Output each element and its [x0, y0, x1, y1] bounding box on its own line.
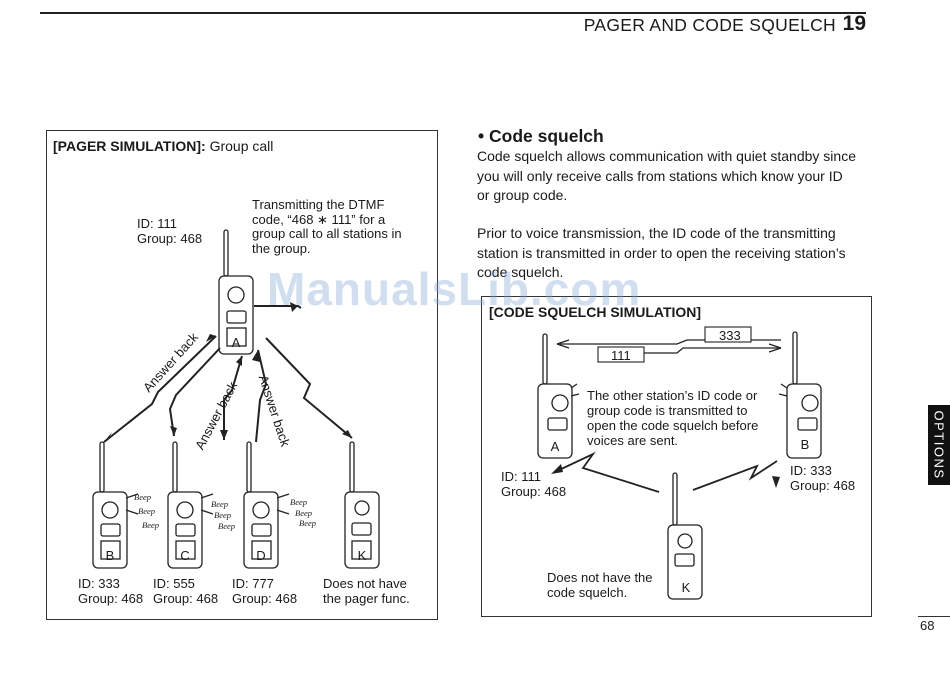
pager-box-title-rest: Group call [209, 138, 274, 154]
squelch-station-b-id: ID: 333 [790, 463, 832, 478]
header-rule [40, 12, 866, 14]
zigzag-signals [556, 451, 778, 493]
squelch-station-b-group: Group: 468 [790, 478, 856, 493]
transmit-description: Transmitting the DTMF code, “468 ∗ 111” … [252, 197, 402, 256]
options-side-tab: OPTIONS [928, 405, 950, 485]
watermark: ManualsLib.com [267, 263, 642, 315]
station-k-note: Does not have the pager func. [323, 576, 410, 606]
station-c-id: ID: 555 [153, 576, 195, 591]
squelch-radio-b-label: B [800, 437, 810, 452]
code-squelch-heading: • Code squelch [478, 126, 604, 146]
pager-box-title: [PAGER SIMULATION]: Group call [53, 138, 273, 154]
squelch-diagram [537, 326, 822, 600]
station-d-id: ID: 777 [232, 576, 274, 591]
footer-rule [918, 616, 950, 617]
station-c-group: Group: 468 [153, 591, 219, 606]
squelch-station-k-note: Does not have the code squelch. [547, 570, 653, 600]
squelch-radio-a-icon [537, 333, 580, 459]
section-title: PAGER AND CODE SQUELCH [583, 15, 836, 35]
squelch-middle-text: The other station’s ID code or group cod… [587, 388, 759, 448]
signal-arrows [103, 305, 353, 443]
radio-b-label: B [105, 548, 115, 563]
radio-a-label: A [231, 335, 241, 350]
options-tab-label: OPTIONS [931, 410, 947, 480]
station-b-group: Group: 468 [78, 591, 144, 606]
radio-k-label: K [357, 548, 367, 563]
radio-c-label: C [180, 548, 190, 563]
code-111-box: 111 [611, 348, 631, 363]
beep-c-1: Beep [211, 499, 228, 509]
squelch-radio-k-label: K [681, 580, 691, 595]
page-number: 68 [920, 618, 935, 633]
beep-c-3: Beep [218, 521, 235, 531]
squelch-box-title: [CODE SQUELCH SIMULATION] [489, 304, 702, 320]
radio-a-icon [218, 229, 254, 355]
code-squelch-paragraph-1: Code squelch allows communication with q… [477, 148, 856, 203]
beep-d-2: Beep [295, 508, 312, 518]
beep-c-2: Beep [214, 510, 231, 520]
station-b-id: ID: 333 [78, 576, 120, 591]
radio-b-icon [92, 441, 139, 569]
squelch-simulation-box [481, 296, 872, 617]
squelch-station-a-group: Group: 468 [501, 484, 567, 499]
station-a-id: ID: 111 [137, 216, 177, 231]
squelch-radio-b-icon [778, 331, 822, 459]
beep-d-1: Beep [290, 497, 307, 507]
section-number: 19 [842, 12, 866, 35]
squelch-radio-k-icon [667, 472, 703, 600]
station-d-group: Group: 468 [232, 591, 298, 606]
squelch-radio-a-label: A [550, 439, 560, 454]
code-333-box: 333 [719, 328, 741, 343]
beep-b-3: Beep [142, 520, 159, 530]
pager-diagram [92, 229, 380, 569]
pager-box-title-bold: [PAGER SIMULATION]: [53, 138, 206, 154]
radio-d-icon [243, 441, 290, 569]
beep-b-1: Beep [134, 492, 151, 502]
pager-simulation-box [46, 130, 438, 620]
radio-c-icon [167, 441, 214, 569]
code-squelch-paragraph-2: Prior to voice transmission, the ID code… [477, 225, 846, 280]
station-a-group: Group: 468 [137, 231, 203, 246]
beep-b-2: Beep [138, 506, 155, 516]
squelch-station-a-id: ID: 111 [501, 469, 541, 484]
radio-k-icon [344, 441, 380, 569]
beep-d-3: Beep [299, 518, 316, 528]
radio-d-label: D [256, 548, 266, 563]
